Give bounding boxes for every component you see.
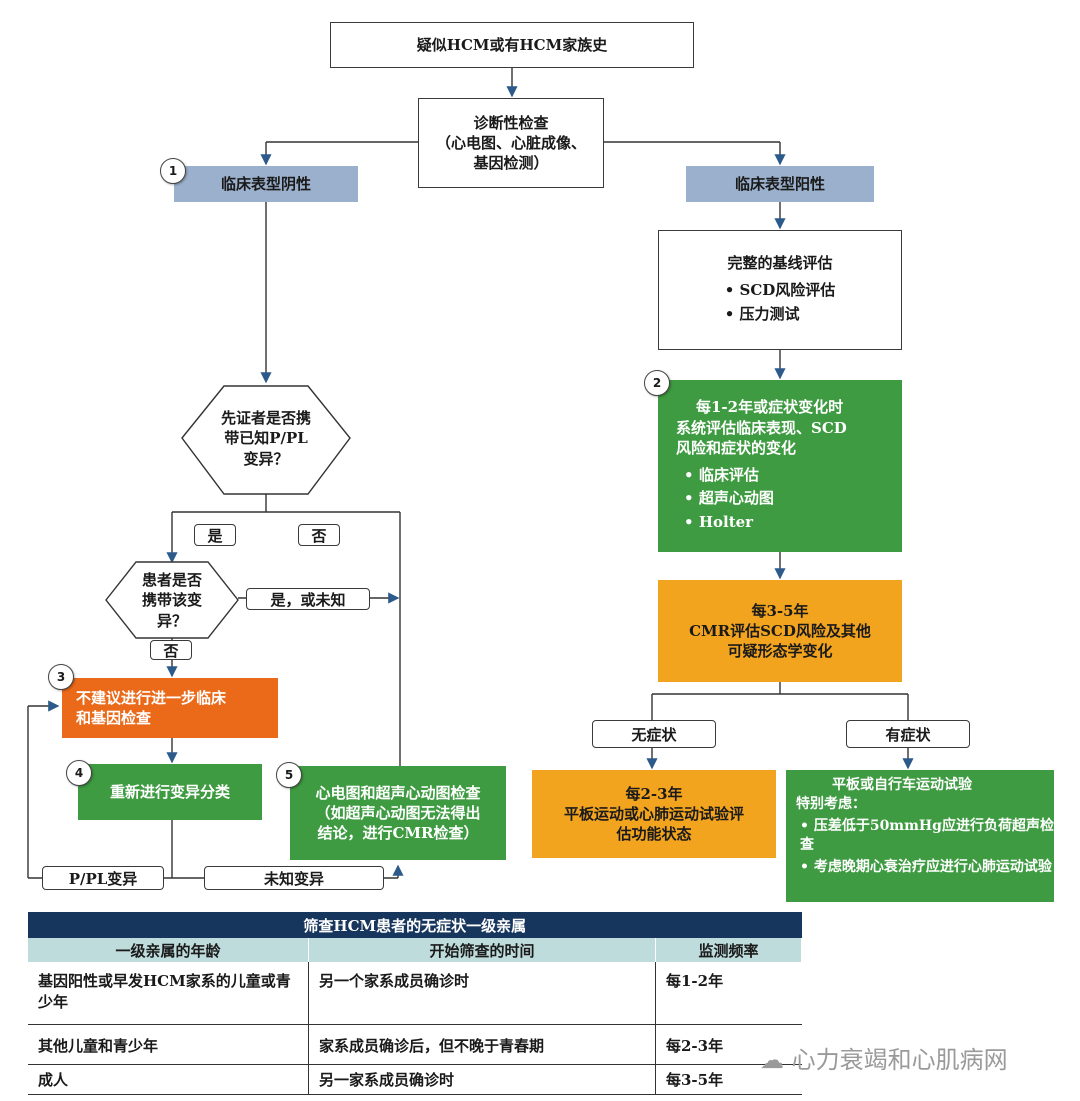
ppl-variant-label: P/PL变异 xyxy=(42,866,164,890)
patient-question: 患者是否 携带该变 异？ xyxy=(112,570,232,631)
ecg-echo-node: 心电图和超声心动图检查 （如超声心动图无法得出 结论，进行CMR检查） xyxy=(290,766,506,860)
table-header-age: 一级亲属的年龄 xyxy=(28,938,309,962)
no-further-testing-node: 不建议进行进一步临床 和基因检查 xyxy=(62,678,278,738)
reclassify-text: 重新进行变异分类 xyxy=(109,782,230,801)
symptom-label: 有症状 xyxy=(846,720,970,748)
diagnostic-line-2: （心电图、心脏成像、 xyxy=(435,133,586,152)
positive-phenotype-node: 临床表型阳性 xyxy=(686,166,874,202)
no-label: 否 xyxy=(298,524,340,546)
symptomatic-list: 压差低于50mmHg应进行负荷超声检查 考虑晚期心衰治疗应进行心肺运动试验 xyxy=(796,814,1054,880)
table-cell: 另一家系成员确诊时 xyxy=(308,1064,656,1095)
periodic-list: 临床评估 超声心动图 Holter xyxy=(676,462,774,535)
table-header-frequency: 监测频率 xyxy=(655,938,802,962)
baseline-list: SCD风险评估 压力测试 xyxy=(725,277,836,327)
ecg-echo-line-3: 结论，进行CMR检查） xyxy=(317,824,479,843)
negative-phenotype-node: 临床表型阴性 xyxy=(174,166,358,202)
periodic-item: 超声心动图 xyxy=(684,488,774,508)
watermark: ☁ 心力衰竭和心肌病网 xyxy=(760,1040,1008,1075)
asymptomatic-node: 每2-3年 平板运动或心肺运动试验评 估功能状态 xyxy=(532,770,776,858)
no-further-line-1: 不建议进行进一步临床 xyxy=(76,688,227,707)
baseline-item: 压力测试 xyxy=(725,304,836,324)
baseline-evaluation-node: 完整的基线评估 SCD风险评估 压力测试 xyxy=(658,230,902,350)
no-further-line-2: 和基因检查 xyxy=(76,709,152,727)
negative-phenotype-text: 临床表型阴性 xyxy=(220,174,311,193)
step-number-1: 1 xyxy=(160,158,186,184)
proband-decision-hexagon xyxy=(181,385,351,495)
table-cell: 基因阳性或早发HCM家系的儿童或青少年 xyxy=(28,962,309,1025)
table-row: 成人 另一家系成员确诊时 每3-5年 xyxy=(28,1064,802,1095)
periodic-evaluation-node: 每1-2年或症状变化时 系统评估临床表现、SCD 风险和症状的变化 临床评估 超… xyxy=(658,380,902,552)
proband-line-1: 先证者是否携 xyxy=(220,409,311,427)
cmr-line-1: 每3-5年 xyxy=(751,601,809,620)
table-cell: 成人 xyxy=(28,1064,309,1095)
table-cell: 每3-5年 xyxy=(655,1064,802,1095)
table-cell: 每2-3年 xyxy=(655,1024,802,1065)
symptomatic-item: 考虑晚期心衰治疗应进行心肺运动试验 xyxy=(800,858,1054,877)
periodic-line-3: 风险和症状的变化 xyxy=(676,438,797,457)
positive-phenotype-text: 临床表型阳性 xyxy=(734,174,825,193)
periodic-line-2: 系统评估临床表现、SCD xyxy=(676,418,847,437)
asymptomatic-line-3: 估功能状态 xyxy=(616,825,692,844)
yes-or-unknown-label: 是，或未知 xyxy=(246,588,370,610)
cmr-evaluation-node: 每3-5年 CMR评估SCD风险及其他 可疑形态学变化 xyxy=(658,580,902,682)
table-cell: 家系成员确诊后，但不晚于青春期 xyxy=(308,1024,656,1065)
periodic-item: 临床评估 xyxy=(684,465,774,485)
patient-line-2: 携带该变 xyxy=(141,591,202,610)
wechat-icon: ☁ xyxy=(760,1046,784,1074)
asymptomatic-line-2: 平板运动或心肺运动试验评 xyxy=(563,804,744,823)
watermark-text: 心力衰竭和心肌病网 xyxy=(791,1046,1008,1074)
step-number-4: 4 xyxy=(66,760,92,786)
cmr-line-3: 可疑形态学变化 xyxy=(727,642,833,661)
patient-line-3: 异？ xyxy=(156,611,187,630)
symptomatic-line-2: 特别考虑： xyxy=(796,795,866,812)
no-label-2: 否 xyxy=(150,640,192,660)
start-node: 疑似HCM或有HCM家族史 xyxy=(330,22,694,68)
proband-question: 先证者是否携 带已知P/PL 变异？ xyxy=(196,408,336,469)
step-number-2: 2 xyxy=(644,370,670,396)
baseline-item: SCD风险评估 xyxy=(725,280,836,300)
symptomatic-item: 压差低于50mmHg应进行负荷超声检查 xyxy=(800,817,1054,855)
table-cell: 其他儿童和青少年 xyxy=(28,1024,309,1065)
patient-line-1: 患者是否 xyxy=(141,571,202,589)
cmr-line-2: CMR评估SCD风险及其他 xyxy=(689,621,871,640)
proband-line-2: 带已知P/PL xyxy=(224,429,308,448)
step-number-5: 5 xyxy=(276,762,302,788)
screening-table: 筛查HCM患者的无症状一级亲属 一级亲属的年龄 开始筛查的时间 监测频率 基因阳… xyxy=(28,912,802,1095)
symptomatic-node: 平板或自行车运动试验 特别考虑： 压差低于50mmHg应进行负荷超声检查 考虑晚… xyxy=(786,770,1054,902)
table-cell: 另一个家系成员确诊时 xyxy=(308,962,656,1025)
reclassify-node: 重新进行变异分类 xyxy=(78,764,262,820)
diagnostic-line-1: 诊断性检查 xyxy=(473,113,549,132)
no-symptom-label: 无症状 xyxy=(592,720,716,748)
unknown-variant-label: 未知变异 xyxy=(204,866,384,890)
periodic-line-1: 每1-2年或症状变化时 xyxy=(696,398,844,417)
baseline-title: 完整的基线评估 xyxy=(727,254,833,273)
table-row: 其他儿童和青少年 家系成员确诊后，但不晚于青春期 每2-3年 xyxy=(28,1024,802,1065)
patient-decision-hexagon xyxy=(105,561,239,639)
table-cell: 每1-2年 xyxy=(655,962,802,1025)
proband-line-3: 变异？ xyxy=(243,449,289,468)
start-node-text: 疑似HCM或有HCM家族史 xyxy=(416,35,608,54)
yes-label: 是 xyxy=(194,524,236,546)
periodic-item: Holter xyxy=(684,512,774,532)
table-caption: 筛查HCM患者的无症状一级亲属 xyxy=(28,912,802,938)
table-header-start: 开始筛查的时间 xyxy=(308,938,656,962)
table-row: 基因阳性或早发HCM家系的儿童或青少年 另一个家系成员确诊时 每1-2年 xyxy=(28,962,802,1025)
ecg-echo-line-2: （如超声心动图无法得出 xyxy=(315,803,481,822)
asymptomatic-line-1: 每2-3年 xyxy=(625,784,683,803)
symptomatic-line-1: 平板或自行车运动试验 xyxy=(832,777,972,793)
step-number-3: 3 xyxy=(48,664,74,690)
diagnostic-test-node: 诊断性检查 （心电图、心脏成像、 基因检测） xyxy=(418,98,604,188)
diagnostic-line-3: 基因检测） xyxy=(473,154,549,173)
ecg-echo-line-1: 心电图和超声心动图检查 xyxy=(315,783,481,802)
